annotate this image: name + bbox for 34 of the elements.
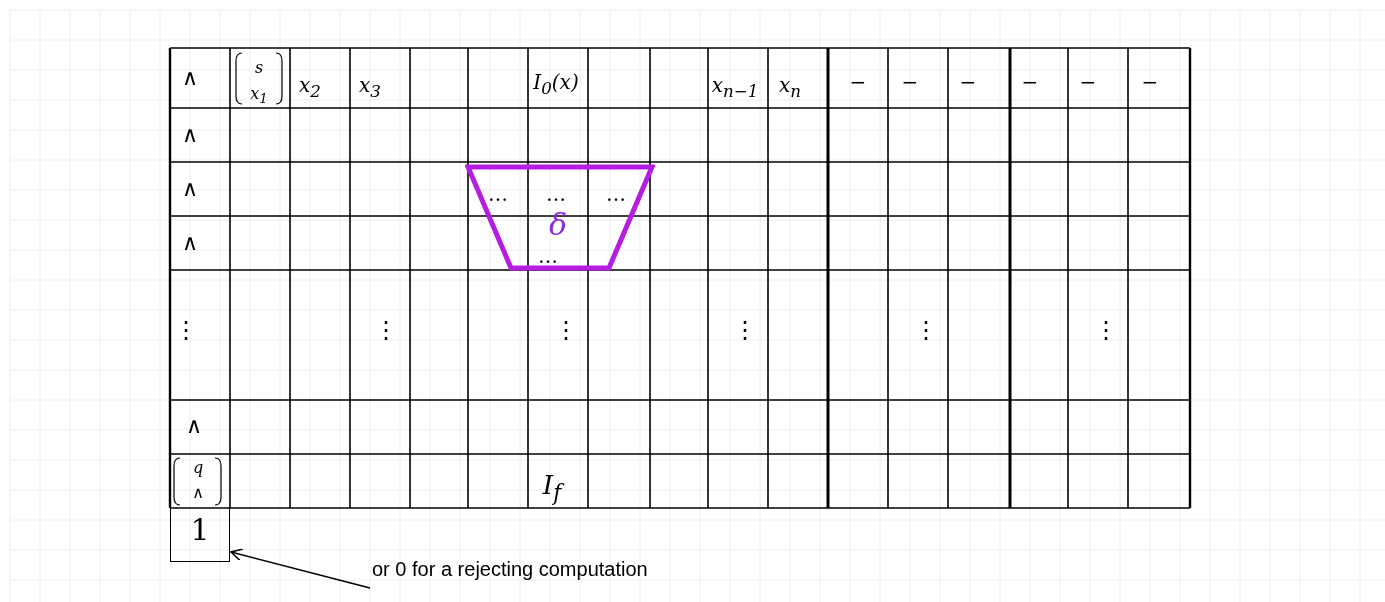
delta-symbol: δ: [549, 210, 568, 240]
variable-label: x$_{3}$: [359, 75, 381, 101]
wedge-symbol: ∧: [185, 415, 203, 437]
vertical-ellipsis: ⋮: [733, 318, 757, 342]
vertical-ellipsis: ⋮: [554, 318, 578, 342]
blank-symbol: −: [1079, 72, 1097, 92]
wedge-symbol: ∧: [181, 124, 199, 146]
leader-arrow: [230, 548, 371, 589]
wedge-symbol: ∧: [181, 232, 199, 254]
wedge-symbol: ∧: [181, 178, 199, 200]
result-cell: 1: [170, 508, 230, 562]
vertical-ellipsis: ⋮: [1094, 318, 1118, 342]
vertical-ellipsis: ⋮: [374, 318, 398, 342]
wedge-symbol: ∧: [181, 67, 199, 89]
annotation-text: or 0 for a rejecting computation: [372, 558, 648, 582]
variable-label: x$_{2}$: [299, 75, 321, 101]
variable-label: x$_{n−1}$: [711, 75, 759, 101]
configuration-label: I$_{0}$(x): [533, 72, 579, 98]
ellipsis: …: [538, 246, 558, 266]
vertical-ellipsis: ⋮: [174, 318, 198, 342]
ellipsis: …: [546, 184, 566, 204]
ellipsis: …: [488, 184, 508, 204]
ellipsis: …: [606, 184, 626, 204]
state-symbol: s: [254, 60, 264, 76]
blank-symbol: −: [1021, 72, 1039, 92]
vertical-ellipsis: ⋮: [914, 318, 938, 342]
blank-symbol: −: [849, 72, 867, 92]
blank-symbol: −: [1141, 72, 1159, 92]
blank-symbol: −: [901, 72, 919, 92]
wedge-symbol: ∧: [192, 485, 204, 501]
variable-label: x$_{1}$: [250, 86, 268, 106]
variable-label: x$_{n}$: [779, 75, 801, 101]
blank-symbol: −: [959, 72, 977, 92]
state-symbol: q: [192, 460, 204, 476]
